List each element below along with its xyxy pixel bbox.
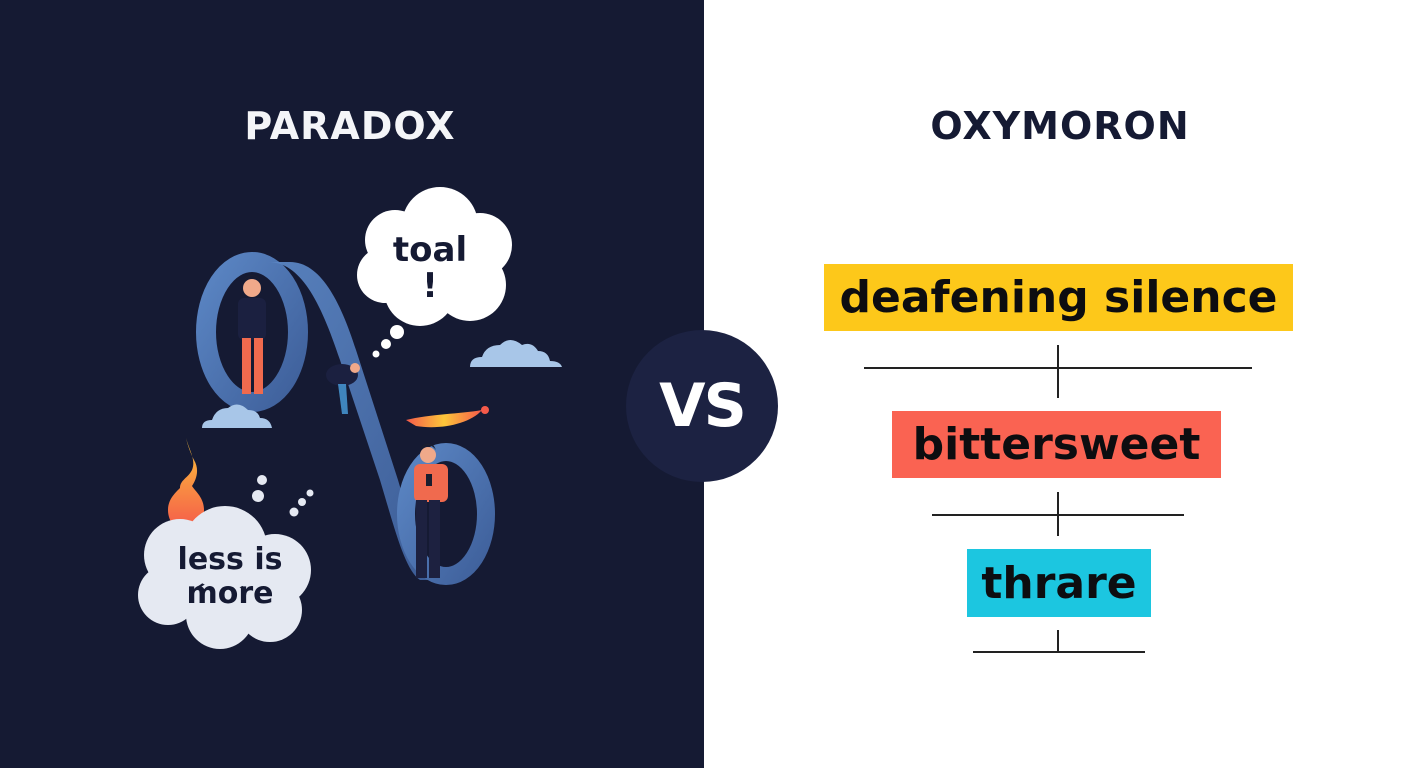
bubble-text-line: less is	[177, 542, 283, 577]
person-with-phone-icon	[414, 443, 448, 578]
swoosh-icon	[406, 410, 482, 428]
divider-tick	[1057, 345, 1059, 398]
bubble-text-line: !	[422, 266, 438, 306]
ribbon-loop-top	[196, 252, 308, 412]
thought-bubble-bottom-text: less is more	[150, 543, 310, 611]
cloud-icon	[470, 340, 562, 367]
person-sliding-icon	[326, 363, 360, 414]
oxymoron-example-1: deafening silence	[824, 264, 1293, 331]
ribbon-loop-bottom	[397, 443, 495, 585]
oxymoron-example-2: bittersweet	[892, 411, 1221, 478]
paradox-illustration	[138, 187, 562, 649]
oxymoron-title: OXYMORON	[930, 104, 1190, 148]
paradox-title: PARADOX	[244, 104, 456, 148]
person-standing-icon	[238, 275, 266, 394]
ribbon-diagonal	[268, 262, 440, 580]
divider-tick	[1057, 492, 1059, 536]
thought-bubble-bottom	[138, 475, 314, 649]
oxymoron-example-3: thrare	[967, 549, 1151, 617]
cloud-icon	[202, 404, 272, 428]
bubble-text-line: toal	[392, 230, 468, 270]
oxymoron-panel	[704, 0, 1408, 768]
divider-line	[973, 651, 1145, 653]
bubble-text-line: more	[186, 576, 274, 611]
thought-bubble-top	[357, 187, 512, 358]
divider-tick	[1057, 630, 1059, 652]
vs-badge: VS	[626, 330, 778, 482]
thought-bubble-top-text: toal !	[370, 232, 490, 304]
flame-icon	[168, 438, 204, 530]
